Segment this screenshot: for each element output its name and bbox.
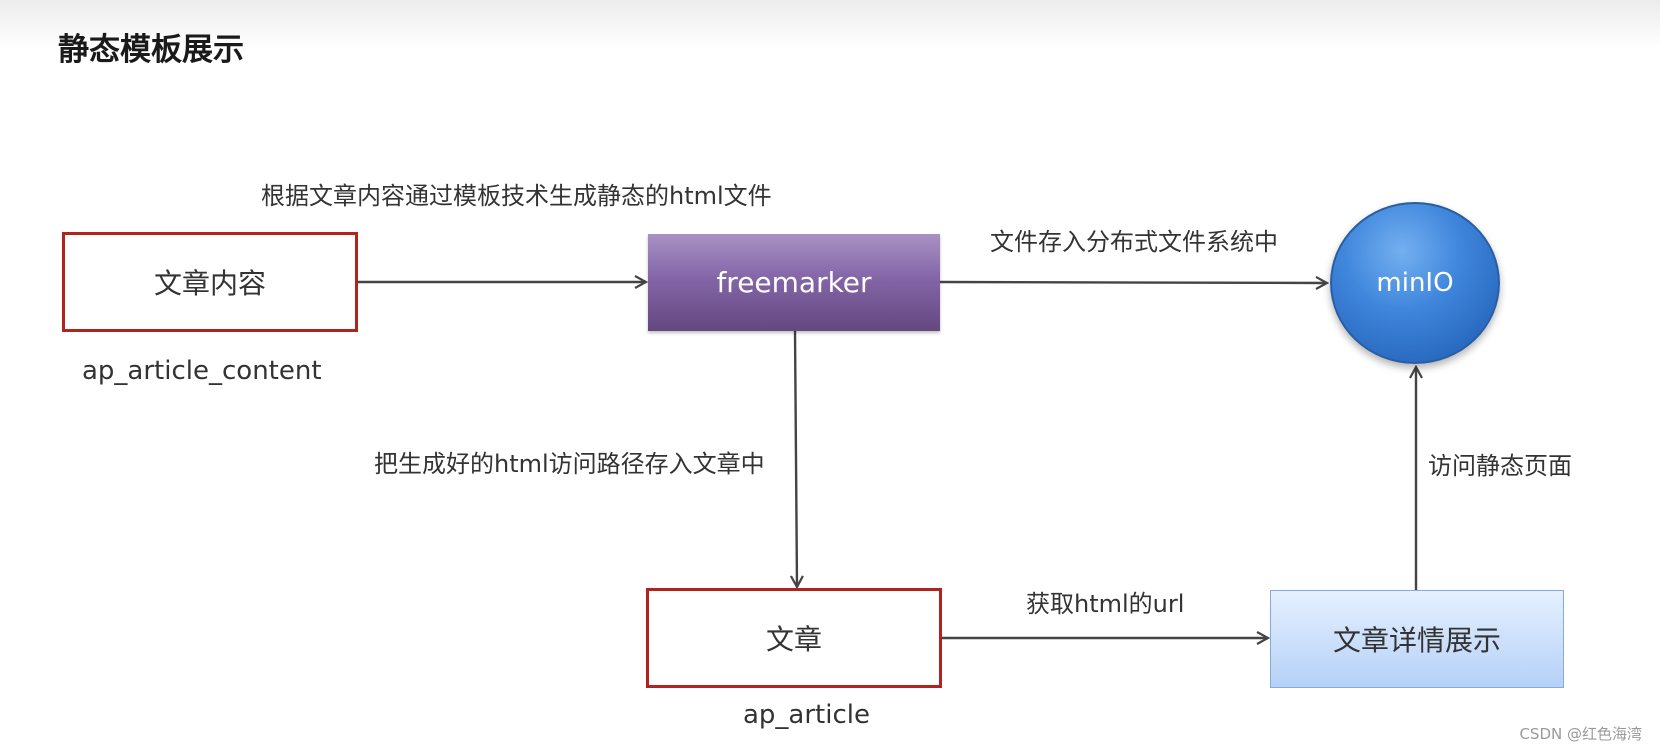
page-title: 静态模板展示	[58, 32, 244, 68]
edge-label-generate-html: 根据文章内容通过模板技术生成静态的html文件	[261, 182, 772, 210]
article-detail-label: 文章详情展示	[1332, 624, 1501, 657]
edge-label-save-path: 把生成好的html访问路径存入文章中	[374, 450, 765, 478]
article-label: 文章	[765, 623, 822, 656]
article-content-label: 文章内容	[153, 267, 266, 300]
article-content-box: 文章内容	[62, 232, 358, 332]
minio-label: minIO	[1376, 268, 1454, 298]
edge-label-get-url: 获取html的url	[1026, 590, 1185, 618]
article-detail-box: 文章详情展示	[1270, 590, 1564, 688]
watermark: CSDN @红色海湾	[1519, 725, 1642, 743]
minio-node: minIO	[1330, 202, 1500, 364]
arrow-freemarker-to-article	[795, 330, 797, 587]
article-content-table-label: ap_article_content	[82, 356, 322, 386]
arrow-freemarker-to-minio	[939, 282, 1327, 283]
edge-label-visit-static: 访问静态页面	[1428, 452, 1572, 480]
freemarker-label: freemarker	[716, 266, 872, 299]
edge-label-store-to-fs: 文件存入分布式文件系统中	[990, 228, 1278, 256]
article-table-label: ap_article	[743, 700, 870, 730]
freemarker-box: freemarker	[648, 234, 940, 331]
article-box: 文章	[646, 588, 942, 688]
header-background	[0, 0, 1660, 50]
